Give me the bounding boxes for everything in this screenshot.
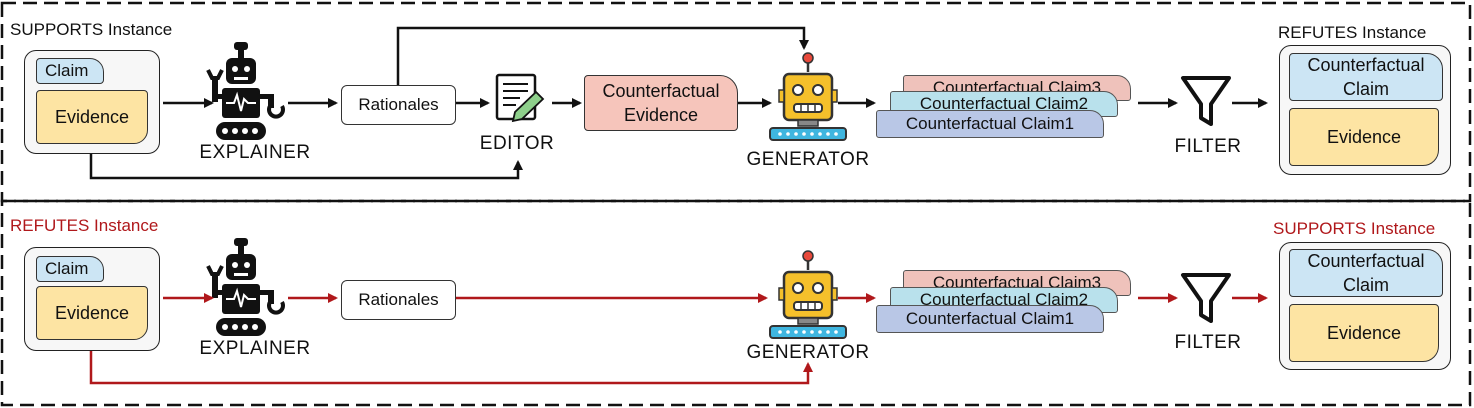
top-explainer-label: EXPLAINER bbox=[199, 142, 311, 163]
cf-evidence-line2: Evidence bbox=[623, 105, 699, 125]
top-out-claim-line2: Claim bbox=[1342, 79, 1389, 99]
bottom-filter-label: FILTER bbox=[1174, 332, 1242, 353]
editor-label: EDITOR bbox=[479, 133, 555, 154]
editor-document-pencil-icon bbox=[495, 73, 545, 123]
bottom-arrows bbox=[89, 293, 1268, 385]
explainer-robot-icon bbox=[206, 40, 285, 142]
bottom-evidence-box: Evidence bbox=[36, 286, 148, 340]
filter-funnel-icon-bottom bbox=[1181, 273, 1231, 323]
bottom-claim-box: Claim bbox=[36, 256, 104, 282]
explainer-robot-icon-bottom bbox=[206, 236, 285, 338]
top-output-claim-box: Counterfactual Claim bbox=[1289, 53, 1443, 101]
bottom-cf-claim1: Counterfactual Claim1 bbox=[876, 305, 1104, 333]
top-cf-claim1: Counterfactual Claim1 bbox=[876, 110, 1104, 138]
bottom-rationales-box: Rationales bbox=[341, 280, 456, 320]
top-input-title: SUPPORTS Instance bbox=[10, 20, 173, 39]
bottom-out-claim-line2: Claim bbox=[1342, 275, 1389, 295]
generator-robot-icon bbox=[768, 51, 848, 142]
top-rationales-box: Rationales bbox=[341, 85, 456, 125]
bottom-explainer-label: EXPLAINER bbox=[199, 338, 311, 359]
top-evidence-box: Evidence bbox=[36, 90, 148, 144]
top-generator-label: GENERATOR bbox=[746, 149, 870, 170]
bottom-out-claim-line1: Counterfactual bbox=[1307, 251, 1425, 271]
bottom-section-border bbox=[0, 199, 1472, 407]
top-output-title: REFUTES Instance bbox=[1278, 23, 1427, 42]
counterfactual-evidence-box: Counterfactual Evidence bbox=[584, 75, 738, 131]
bottom-output-evidence-box: Evidence bbox=[1289, 304, 1439, 362]
generator-robot-icon-bottom bbox=[768, 249, 848, 340]
top-filter-label: FILTER bbox=[1174, 136, 1242, 157]
bottom-generator-label: GENERATOR bbox=[746, 342, 870, 363]
top-section-border bbox=[0, 1, 1472, 203]
top-claim-box: Claim bbox=[36, 58, 104, 84]
top-output-evidence-box: Evidence bbox=[1289, 108, 1439, 166]
top-out-claim-line1: Counterfactual bbox=[1307, 55, 1425, 75]
top-arrows bbox=[89, 26, 1268, 180]
bottom-input-title: REFUTES Instance bbox=[10, 216, 159, 235]
cf-evidence-line1: Counterfactual bbox=[602, 81, 720, 101]
bottom-output-title: SUPPORTS Instance bbox=[1273, 219, 1436, 238]
bottom-output-claim-box: Counterfactual Claim bbox=[1289, 249, 1443, 297]
filter-funnel-icon bbox=[1181, 76, 1231, 126]
